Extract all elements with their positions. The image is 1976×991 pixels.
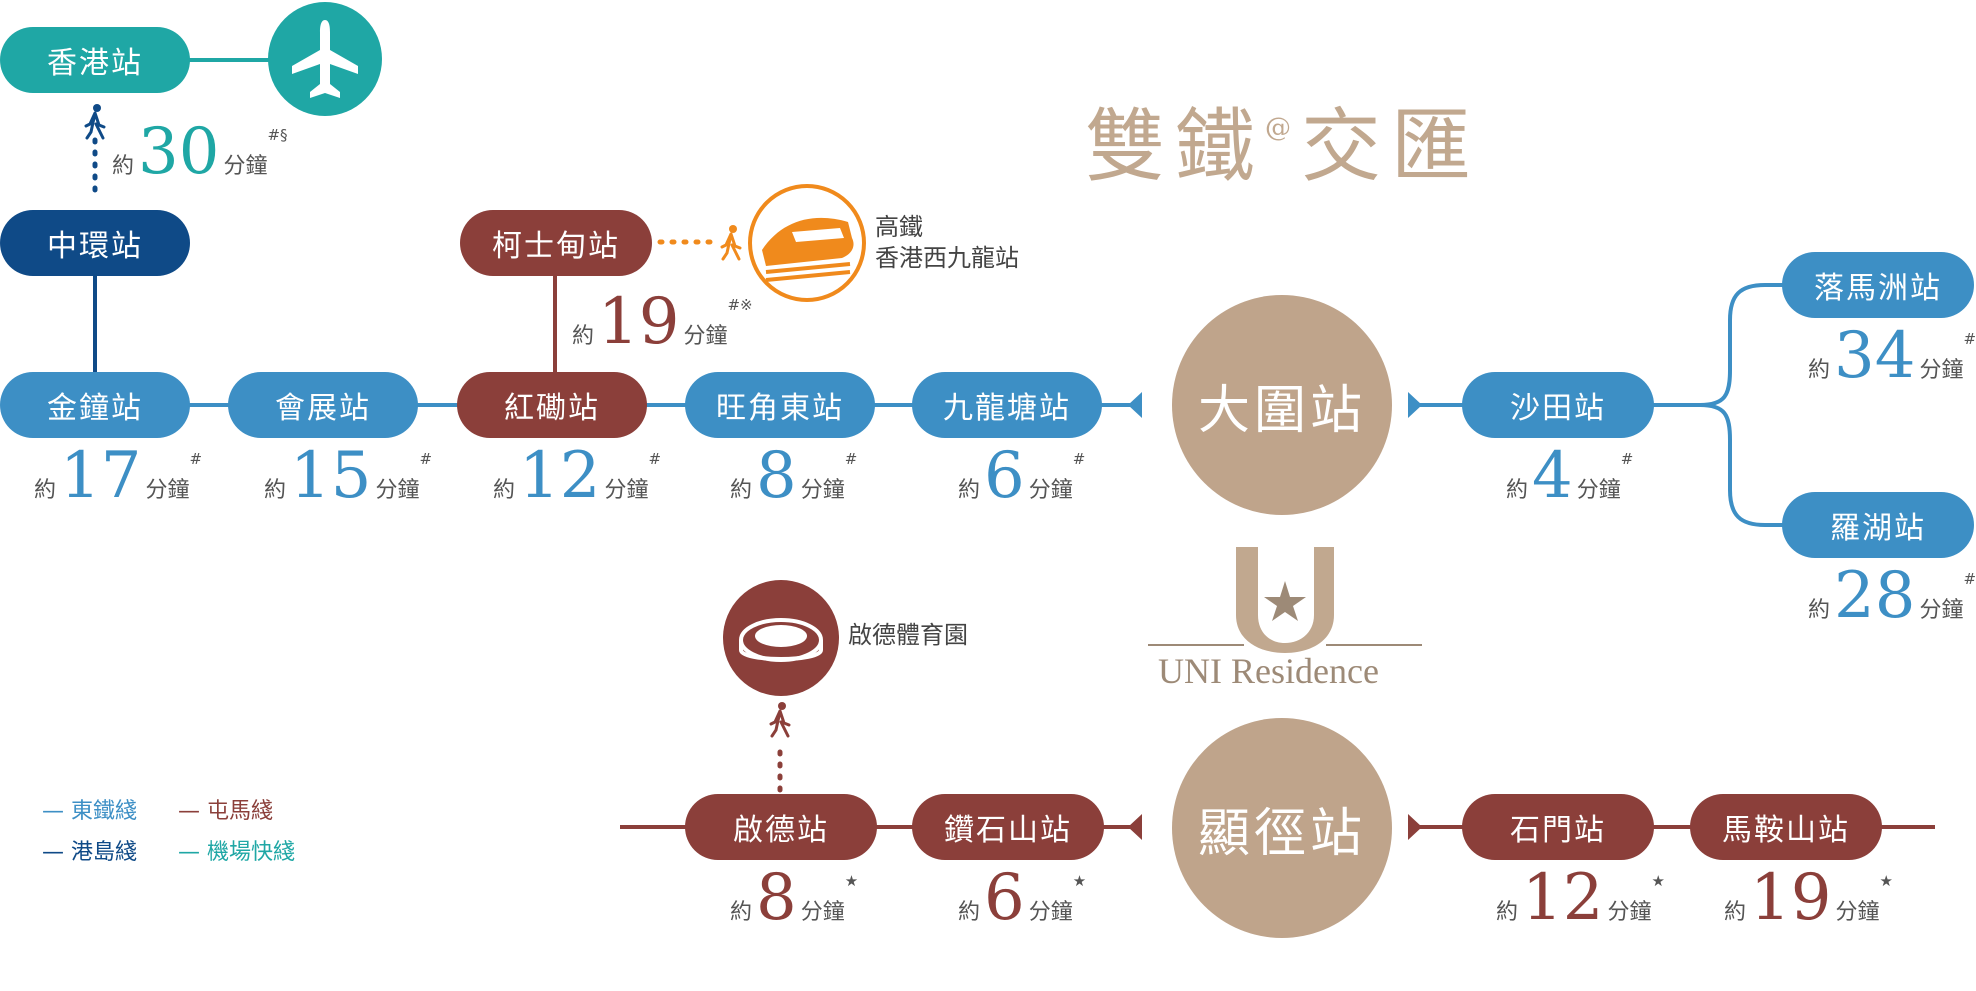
station-shek-mun: 石門站 [1462, 794, 1654, 860]
travel-time-kowloon-tong: 約 6 分鐘 # [958, 439, 1086, 513]
train-icon [748, 184, 866, 302]
branch-lo-wu [1699, 403, 1790, 527]
travel-time-ma-on-shan: 約 19 分鐘 ★ [1724, 861, 1893, 935]
airplane-icon [268, 2, 382, 116]
branch-lok-ma-chau [1699, 283, 1790, 407]
station-mong-kok-east: 旺角東站 [685, 372, 875, 438]
station-central: 中環站 [0, 210, 190, 276]
travel-time-lok-ma-chau: 約 34 分鐘 # [1808, 319, 1976, 393]
travel-time-mong-kok-east: 約 8 分鐘 # [730, 439, 858, 513]
station-lok-ma-chau: 落馬洲站 [1782, 252, 1974, 318]
travel-time-sha-tin: 約 4 分鐘 # [1506, 439, 1634, 513]
hub-arrow-right-tm [1408, 814, 1422, 840]
station-kowloon-tong: 九龍塘站 [912, 372, 1102, 438]
hub-station-hin-keng: 顯徑站 [1172, 718, 1392, 938]
walking-person-icon [84, 104, 106, 140]
uni-logo-icon [1148, 547, 1422, 653]
travel-time-shek-mun: 約 12 分鐘 ★ [1496, 861, 1665, 935]
station-kai-tak: 啟德站 [685, 794, 877, 860]
station-diamond-hill: 鑽石山站 [912, 794, 1104, 860]
station-exhibition-centre: 會展站 [228, 372, 418, 438]
station-austin: 柯士甸站 [460, 210, 652, 276]
legend-island-line: — 港島綫 [42, 840, 138, 865]
station-hong-kong: 香港站 [0, 27, 190, 93]
travel-time-admiralty: 約 17 分鐘 # [34, 439, 203, 513]
hsr-station-label: 高鐵 香港西九龍站 [875, 213, 1019, 273]
station-ma-on-shan: 馬鞍山站 [1690, 794, 1882, 860]
sports-park-label: 啟德體育園 [848, 621, 968, 649]
hub-arrow-left-tm [1128, 814, 1142, 840]
travel-time-exhibition-centre: 約 15 分鐘 # [264, 439, 433, 513]
hub-arrow-right [1408, 392, 1422, 418]
legend-east-rail: — 東鐵綫 [42, 799, 138, 824]
walking-person-icon [720, 225, 742, 261]
travel-time-hsr: 約 19 分鐘 #※ [572, 285, 753, 359]
station-lo-wu: 羅湖站 [1782, 492, 1974, 558]
logo-text: UNI Residence [1158, 651, 1379, 691]
station-admiralty: 金鐘站 [0, 372, 190, 438]
legend-tuen-ma: — 屯馬綫 [178, 799, 274, 824]
station-sha-tin: 沙田站 [1462, 372, 1654, 438]
page-title: 雙鐵@交匯 [1085, 100, 1481, 193]
travel-time-airport: 約 30 分鐘 #§ [112, 115, 288, 189]
legend-airport-express: — 機場快綫 [178, 840, 296, 865]
walking-person-icon [769, 702, 791, 738]
hub-station-tai-wai: 大圍站 [1172, 295, 1392, 515]
travel-time-lo-wu: 約 28 分鐘 # [1808, 559, 1976, 633]
stadium-icon [723, 580, 839, 696]
travel-time-diamond-hill: 約 6 分鐘 ★ [958, 861, 1087, 935]
hub-arrow-left [1128, 392, 1142, 418]
travel-time-kai-tak: 約 8 分鐘 ★ [730, 861, 859, 935]
travel-time-hung-hom: 約 12 分鐘 # [493, 439, 662, 513]
station-hung-hom: 紅磡站 [457, 372, 647, 438]
